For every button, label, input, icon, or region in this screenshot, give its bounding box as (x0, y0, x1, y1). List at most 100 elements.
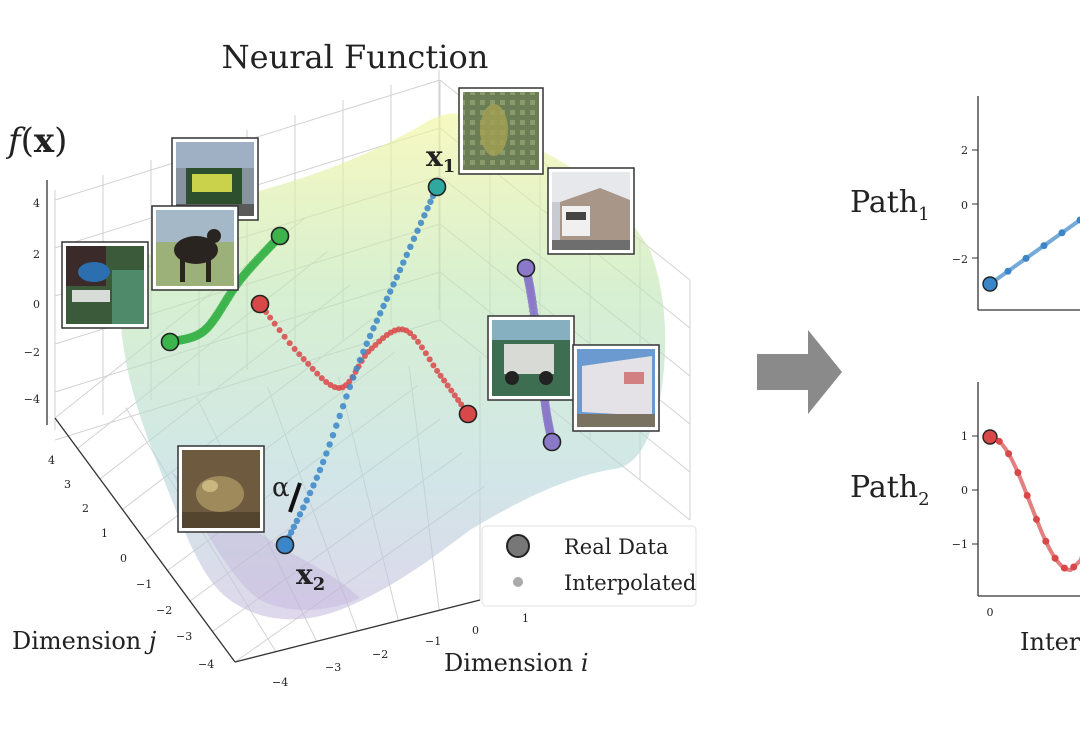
red-path-point (441, 378, 447, 384)
i-tick: 0 (472, 624, 479, 637)
blue-path-point (297, 511, 303, 517)
legend: Real Data Interpolated (482, 526, 696, 606)
blue-path-point (427, 199, 433, 205)
red-path-point (287, 340, 293, 346)
blue-path-point (343, 393, 349, 399)
thumbnail-frog (178, 446, 264, 532)
blue-path-point (377, 310, 383, 316)
real-data-point (429, 179, 446, 196)
path2-point (1033, 516, 1040, 523)
path1-line (990, 220, 1080, 284)
blue-path-point (347, 384, 353, 390)
blue-path-point (367, 333, 373, 339)
path1-point (983, 277, 997, 291)
real-data-point (252, 296, 269, 313)
path2-point (1070, 564, 1077, 571)
path1-ytick: 2 (961, 144, 968, 157)
alpha-label: α (272, 473, 290, 503)
blue-path-point (411, 236, 417, 242)
red-path-point (445, 382, 451, 388)
red-path-point (305, 361, 311, 367)
red-path-point (310, 366, 316, 372)
j-axis-label: Dimension j (12, 627, 157, 655)
z-tick: 0 (33, 298, 40, 311)
red-path-point (427, 356, 433, 362)
path2-panel: Path2 1 0 −1 0 Interp (850, 382, 1080, 656)
thumbnail-jeep (488, 316, 574, 400)
legend-interp-label: Interpolated (564, 571, 696, 595)
blue-path-point (330, 432, 336, 438)
i-tick: 1 (522, 612, 529, 625)
real-data-point (544, 434, 561, 451)
j-tick: 3 (64, 478, 71, 491)
red-path-point (282, 334, 288, 340)
path1-ytick: 0 (961, 199, 968, 212)
blue-path-point (326, 441, 332, 447)
path1-ytick: −2 (952, 253, 968, 266)
path1-label: Path1 (850, 185, 930, 225)
blue-path-point (288, 529, 294, 535)
z-tick: 4 (33, 197, 40, 210)
blue-path-point (291, 524, 297, 530)
blue-path-point (374, 318, 380, 324)
i-tick: −2 (372, 648, 388, 661)
z-tick: 2 (33, 248, 40, 261)
blue-path-point (303, 497, 309, 503)
blue-path-point (307, 490, 313, 496)
blue-path-point (370, 325, 376, 331)
i-tick: −3 (325, 661, 341, 674)
page-title: Neural Function (222, 38, 489, 76)
blue-path-point (314, 475, 320, 481)
blue-path-point (350, 374, 356, 380)
legend-real-label: Real Data (564, 535, 668, 559)
real-data-point (460, 406, 477, 423)
path2-point (1052, 555, 1059, 562)
red-path-point (430, 362, 436, 368)
path2-point (1061, 565, 1068, 572)
blue-path-point (323, 450, 329, 456)
z-axis-ticks: 4 2 0 −2 −4 (24, 197, 40, 406)
thumbnail-trailer (573, 345, 659, 431)
j-tick: −2 (156, 604, 172, 617)
j-tick: −4 (198, 658, 214, 671)
red-path-point (415, 339, 421, 345)
i-tick: −4 (272, 676, 288, 689)
blue-path-point (317, 467, 323, 473)
blue-path-point (387, 288, 393, 294)
j-tick: 1 (101, 527, 108, 540)
z-axis-label: f(x) (5, 121, 67, 161)
path2-point (983, 430, 997, 444)
path2-ytick: 1 (961, 430, 968, 443)
red-path-point (411, 334, 417, 340)
red-path-point (448, 387, 454, 393)
blue-path-point (320, 459, 326, 465)
blue-path-point (421, 212, 427, 218)
path2-point (1024, 492, 1031, 499)
path1-panel: Path1 2 0 −2 (850, 96, 1080, 310)
thumbnail-van (548, 168, 634, 254)
right-arrow-icon (757, 330, 842, 414)
j-tick: 2 (82, 502, 89, 515)
red-path-point (296, 351, 302, 357)
blue-path-point (397, 267, 403, 273)
real-data-point (272, 228, 289, 245)
thumbnail-horse (152, 206, 238, 290)
path2-series (983, 430, 1080, 572)
legend-real-marker (507, 535, 529, 557)
real-data-point (518, 260, 535, 277)
path2-label: Path2 (850, 470, 930, 510)
path1-point (1023, 255, 1030, 262)
thumbnail-bird (62, 242, 148, 328)
blue-path-point (340, 403, 346, 409)
z-tick: −2 (24, 346, 40, 359)
blue-path-point (333, 422, 339, 428)
blue-path-point (336, 413, 342, 419)
red-path-point (267, 315, 273, 321)
red-path-point (301, 356, 307, 362)
path2-point (1005, 450, 1012, 457)
path2-xtick: 0 (987, 606, 994, 619)
blue-path-point (364, 341, 370, 347)
blue-path-point (300, 504, 306, 510)
blue-path-point (394, 274, 400, 280)
